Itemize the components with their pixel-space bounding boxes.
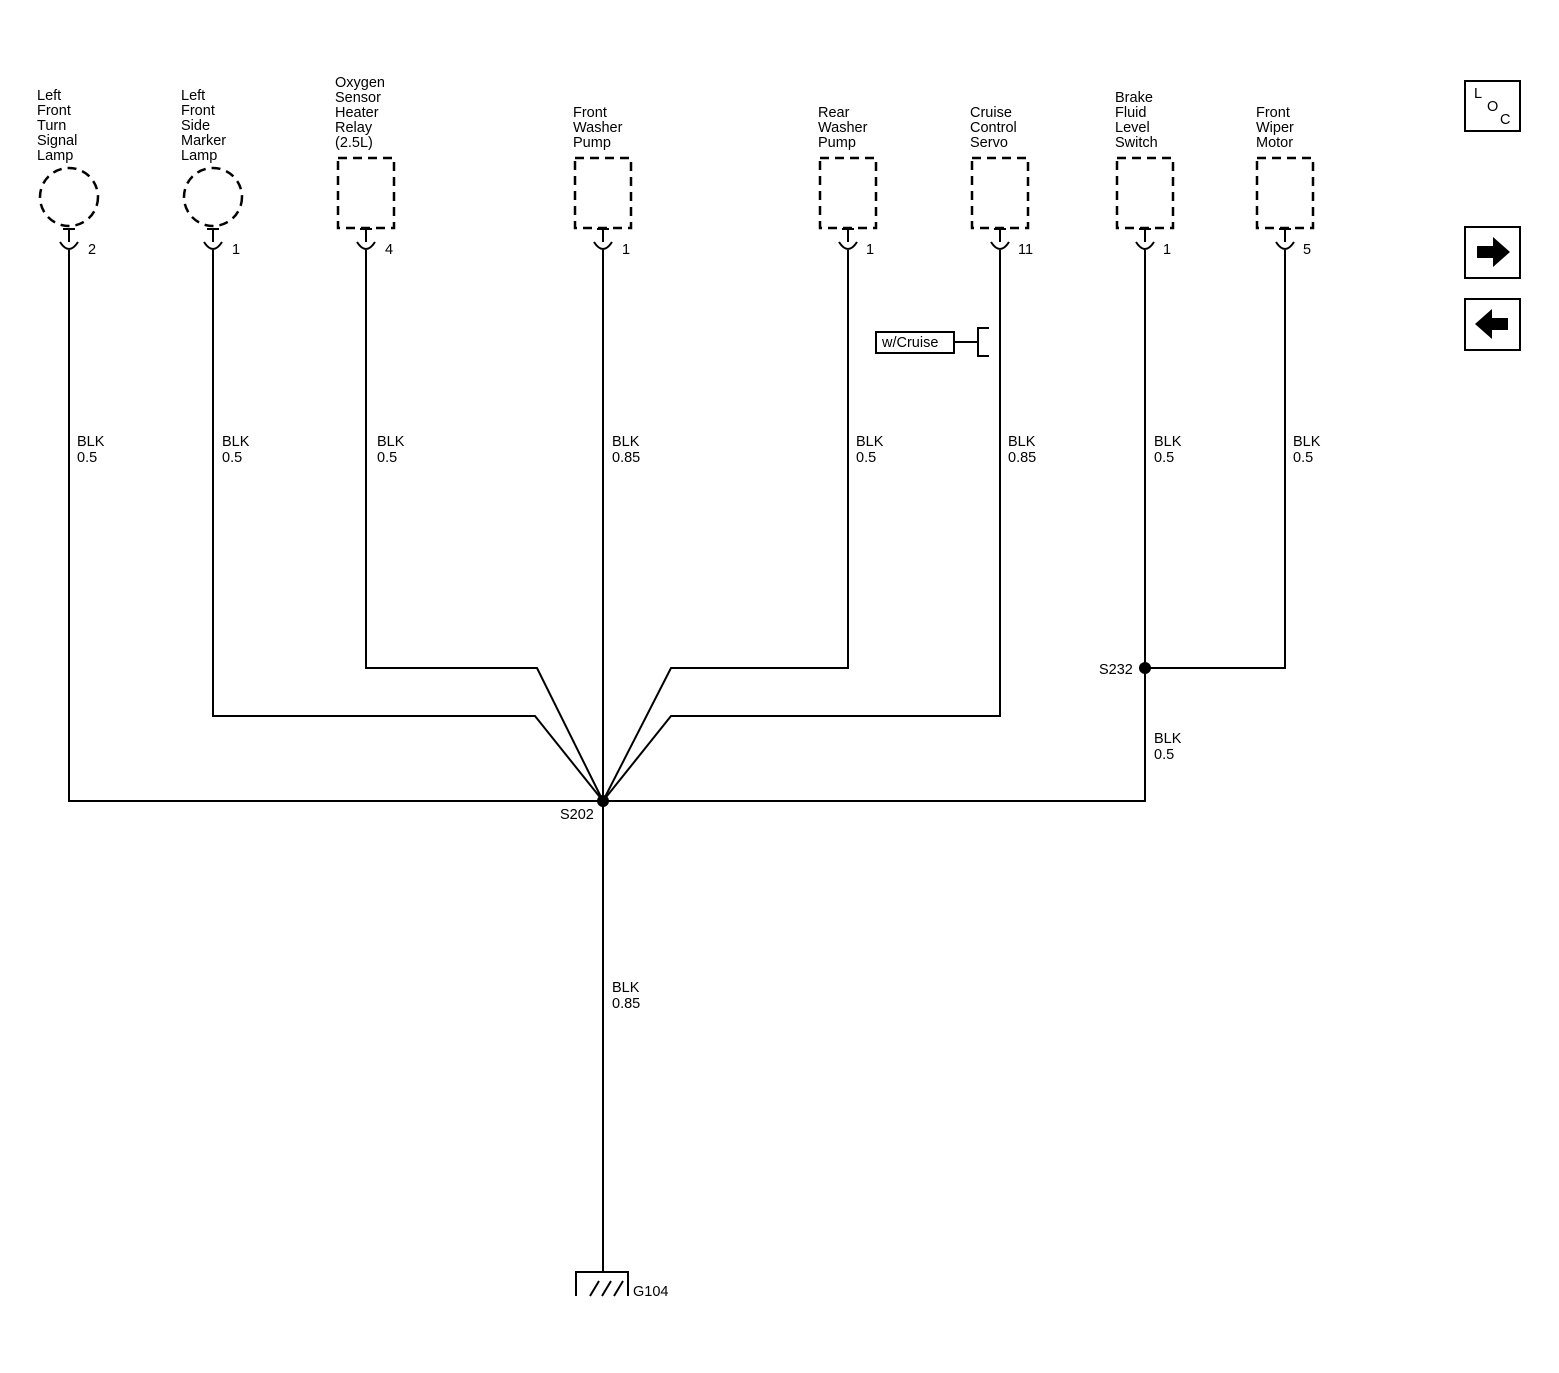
terminal-pin-left-front-turn-signal <box>59 228 79 250</box>
wire-label-brake-fluid-level-switch: BLK 0.5 <box>1154 434 1185 466</box>
option-label: w/Cruise <box>881 335 938 351</box>
option-bracket <box>875 327 989 357</box>
label-front-wiper-motor: Front Wiper Motor <box>1256 105 1298 151</box>
wire-label-front-washer-pump: BLK 0.85 <box>612 434 643 466</box>
pin-number-front-wiper-motor: 5 <box>1303 242 1311 258</box>
pin-number-left-front-side-marker: 1 <box>232 242 240 258</box>
pin-number-cruise-control-servo: 11 <box>1018 242 1033 258</box>
box-symbol-rear-washer-pump <box>818 156 878 230</box>
lamp-symbol-left-front-turn-signal <box>38 166 100 228</box>
wire-label-s232-to-s202: BLK 0.5 <box>1154 731 1185 763</box>
pin-number-left-front-turn-signal: 2 <box>88 242 96 258</box>
lamp-symbol-left-front-side-marker <box>182 166 244 228</box>
wire-label-rear-washer-pump: BLK 0.5 <box>856 434 887 466</box>
ground-label: G104 <box>633 1284 668 1300</box>
splice-dot-s202 <box>597 795 609 807</box>
wire-left-front-turn-signal <box>68 250 603 802</box>
pin-number-oxygen-sensor-heater-relay: 4 <box>385 242 393 258</box>
wire-label-front-wiper-motor: BLK 0.5 <box>1293 434 1324 466</box>
wire-rear-washer-pump <box>602 250 849 802</box>
splice-dot-s232 <box>1139 662 1151 674</box>
label-oxygen-sensor-heater-relay: Oxygen Sensor Heater Relay (2.5L) <box>335 75 389 151</box>
loc-letter-c: C <box>1500 112 1510 128</box>
wires <box>68 250 1286 1272</box>
loc-letter-l: L <box>1474 86 1482 102</box>
label-cruise-control-servo: Cruise Control Servo <box>970 105 1021 151</box>
connector-terminals <box>59 228 1295 250</box>
wire-oxygen-sensor-heater-relay <box>365 250 604 802</box>
label-brake-fluid-level-switch: Brake Fluid Level Switch <box>1115 90 1158 151</box>
splice-label-s202: S202 <box>560 807 594 823</box>
loc-button[interactable]: L O C <box>1464 80 1521 132</box>
label-front-washer-pump: Front Washer Pump <box>573 105 626 151</box>
label-rear-washer-pump: Rear Washer Pump <box>818 105 871 151</box>
terminal-pin-oxygen-sensor-heater-relay <box>356 228 376 250</box>
box-symbol-front-wiper-motor <box>1255 156 1315 230</box>
next-page-button[interactable] <box>1464 226 1521 279</box>
arrow-left-icon <box>1475 309 1508 339</box>
pin-number-front-washer-pump: 1 <box>622 242 630 258</box>
wire-s232-to-s202 <box>603 668 1146 802</box>
box-symbol-brake-fluid-level-switch <box>1115 156 1175 230</box>
terminal-pin-front-washer-pump <box>593 228 613 250</box>
component-symbols <box>38 156 1315 230</box>
wire-front-wiper-motor <box>1145 250 1286 669</box>
terminal-pin-left-front-side-marker <box>203 228 223 250</box>
pin-number-rear-washer-pump: 1 <box>866 242 874 258</box>
previous-page-button[interactable] <box>1464 298 1521 351</box>
box-symbol-front-washer-pump <box>573 156 633 230</box>
box-symbol-oxygen-sensor-heater-relay <box>336 156 396 230</box>
label-left-front-turn-signal-lamp: Left Front Turn Signal Lamp <box>37 88 81 164</box>
pin-number-brake-fluid-level-switch: 1 <box>1163 242 1171 258</box>
wire-label-oxygen-sensor-heater-relay: BLK 0.5 <box>377 434 408 466</box>
ground-symbol <box>575 1271 629 1297</box>
wire-label-ground: BLK 0.85 <box>612 980 643 1012</box>
wire-left-front-side-marker <box>212 250 604 802</box>
box-symbol-cruise-control-servo <box>970 156 1030 230</box>
label-left-front-side-marker-lamp: Left Front Side Marker Lamp <box>181 88 230 164</box>
wire-label-cruise-control-servo: BLK 0.85 <box>1008 434 1039 466</box>
arrow-right-icon <box>1477 237 1510 267</box>
terminal-pin-brake-fluid-level-switch <box>1135 228 1155 250</box>
terminal-pin-front-wiper-motor <box>1275 228 1295 250</box>
wire-label-left-front-turn-signal: BLK 0.5 <box>77 434 108 466</box>
wire-label-left-front-side-marker: BLK 0.5 <box>222 434 253 466</box>
terminal-pin-cruise-control-servo <box>990 228 1010 250</box>
splice-label-s232: S232 <box>1099 662 1133 678</box>
wire-cruise-control-servo <box>602 250 1001 802</box>
loc-letter-o: O <box>1487 99 1498 115</box>
terminal-pin-rear-washer-pump <box>838 228 858 250</box>
